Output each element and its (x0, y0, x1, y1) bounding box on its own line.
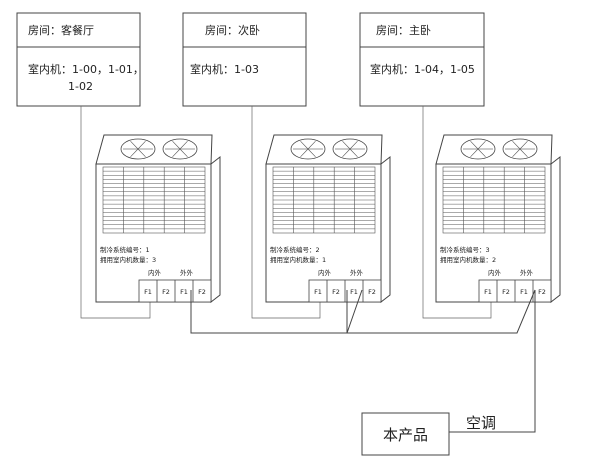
indoor-unit-count: 拥用室内机数量：3 (100, 255, 156, 264)
terminal-f1: F1 (144, 288, 152, 296)
terminal-f2: F2 (162, 288, 170, 296)
fan-icon (120, 138, 156, 160)
product-label: 本产品 (383, 426, 428, 444)
system-number: 制冷系统编号：3 (440, 245, 490, 254)
grille (442, 166, 546, 234)
outer-terminal-label: 外外 (180, 268, 194, 277)
terminal-f2: F2 (368, 288, 376, 296)
room-leader-lines (80, 106, 492, 319)
room-name: 房间：次卧 (205, 23, 260, 37)
product-box: 本产品 空调 (361, 412, 496, 456)
grille (102, 166, 206, 234)
fan-icon (332, 138, 368, 160)
outer-terminal-label: 外外 (520, 268, 534, 277)
system-number: 制冷系统编号：1 (100, 245, 150, 254)
room-box-3: 房间：主卧 室内机：1-04，1-05 (359, 12, 485, 107)
terminal-f1: F1 (180, 288, 188, 296)
terminal-f1: F1 (520, 288, 528, 296)
grille (272, 166, 376, 234)
terminal-f2: F2 (538, 288, 546, 296)
communication-bus (190, 289, 536, 433)
terminal-f2: F2 (198, 288, 206, 296)
terminal-f2: F2 (332, 288, 340, 296)
fan-icon (502, 138, 538, 160)
indoor-units-line-1: 室内机：1-04，1-05 (370, 62, 475, 76)
inner-terminal-label: 内外 (488, 268, 502, 277)
inner-terminal-label: 内外 (148, 268, 162, 277)
terminal-f1: F1 (350, 288, 358, 296)
terminal-f2: F2 (502, 288, 510, 296)
indoor-units-line-2: 1-02 (68, 80, 93, 93)
room-name: 房间：客餐厅 (28, 23, 94, 37)
inner-terminal-label: 内外 (318, 268, 332, 277)
terminal-f1: F1 (314, 288, 322, 296)
system-number: 制冷系统编号：2 (270, 245, 320, 254)
fan-icon (162, 138, 198, 160)
room-name: 房间：主卧 (376, 24, 431, 37)
room-box-1: 房间：客餐厅 室内机：1-00，1-01， 1-02 (16, 12, 144, 107)
indoor-units-line-1: 室内机：1-03 (190, 62, 259, 76)
fan-icon (290, 138, 326, 160)
outer-terminal-label: 外外 (350, 268, 364, 277)
room-box-2: 房间：次卧 室内机：1-03 (182, 12, 307, 107)
terminal-f1: F1 (484, 288, 492, 296)
fan-icon (460, 138, 496, 160)
indoor-units-line-1: 室内机：1-00，1-01， (28, 62, 144, 76)
indoor-unit-count: 拥用室内机数量：2 (440, 255, 496, 264)
indoor-unit-count: 拥用室内机数量：1 (270, 255, 326, 264)
connection-label: 空调 (466, 414, 496, 432)
